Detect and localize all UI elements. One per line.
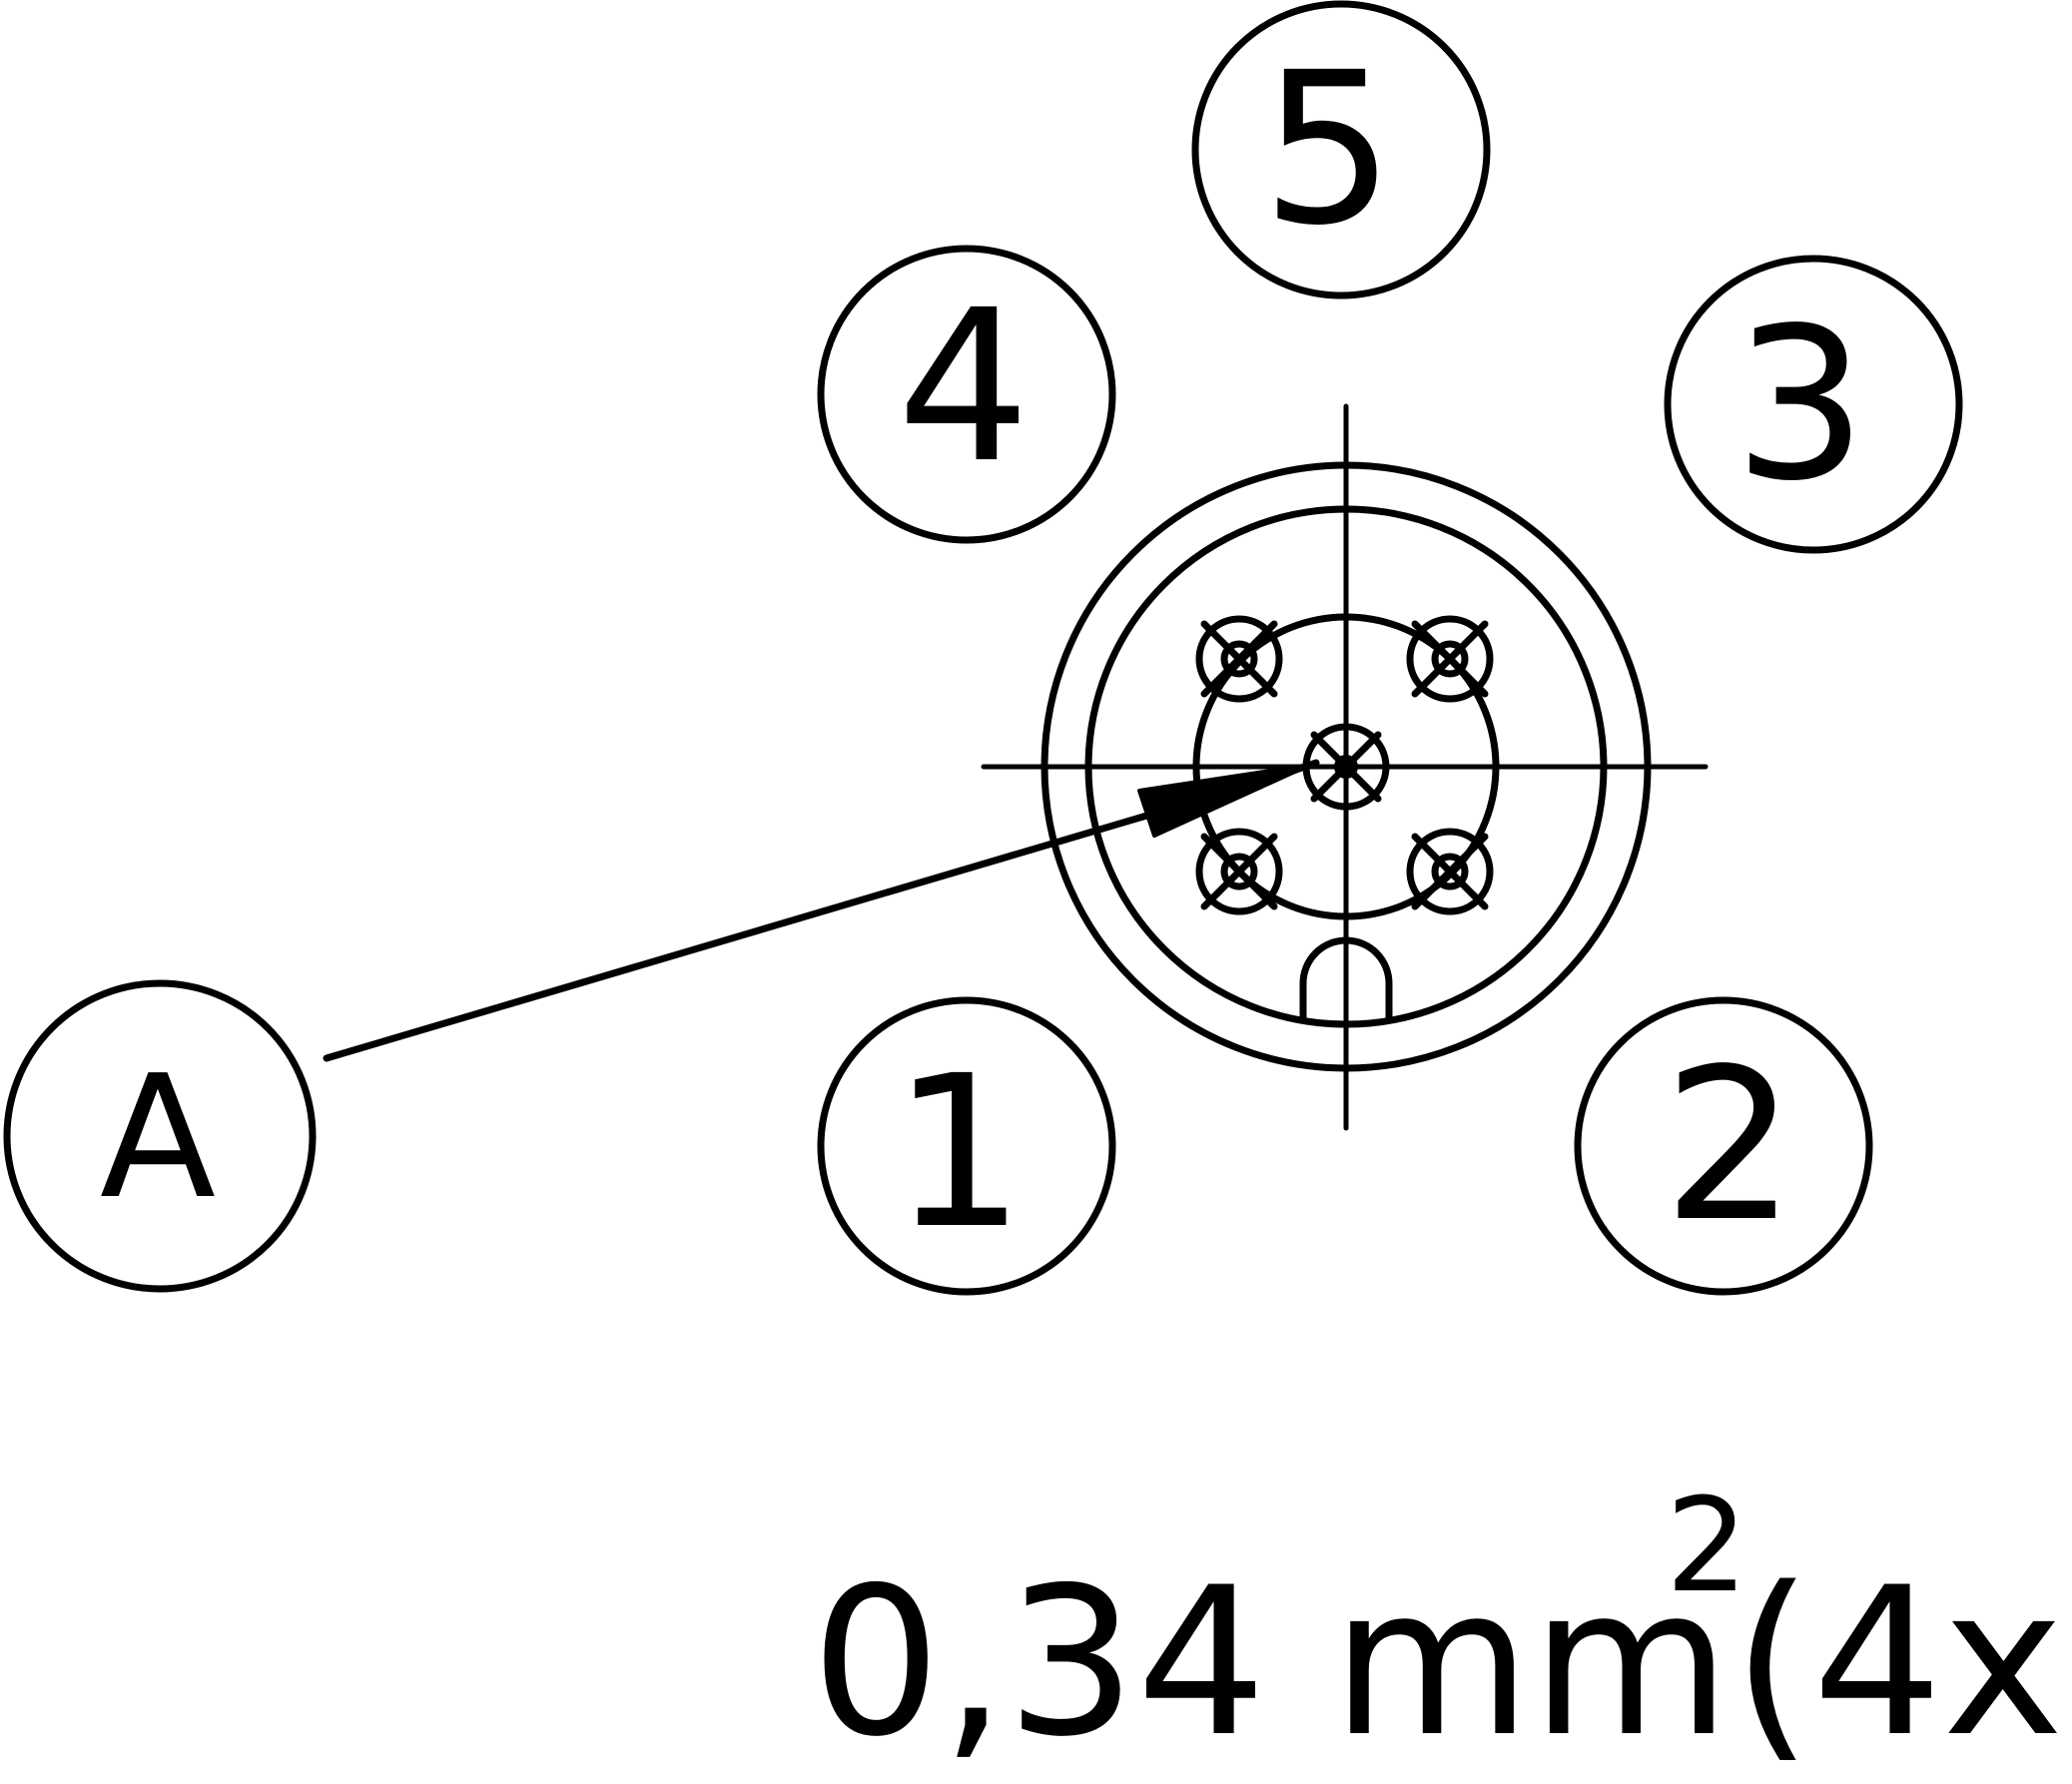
callout-pin-2-label: 2 bbox=[1663, 1023, 1796, 1268]
callout-coding-a-label: A bbox=[100, 1039, 216, 1237]
callout-pin-1: 1 bbox=[817, 996, 1116, 1296]
callout-pin-2: 2 bbox=[1574, 996, 1873, 1296]
callout-pin-3: 3 bbox=[1664, 255, 1963, 554]
wire-spec: 0,34 mm 2 (4x) bbox=[811, 1470, 2072, 1782]
coding-leader-line bbox=[323, 759, 1320, 1062]
wire-cross-section-exponent: 2 bbox=[1666, 1470, 1748, 1621]
insulator-body bbox=[1192, 613, 1500, 920]
callout-pin-4-label: 4 bbox=[897, 265, 1031, 509]
callout-pin-4: 4 bbox=[817, 245, 1116, 544]
callout-pin-3-label: 3 bbox=[1733, 283, 1867, 527]
contact-top-left bbox=[1195, 615, 1283, 703]
wire-cross-section: 0,34 mm bbox=[811, 1544, 1730, 1782]
connector-face bbox=[981, 403, 1709, 1131]
contact-bottom-left bbox=[1195, 828, 1283, 915]
wire-count: (4x) bbox=[1732, 1544, 2072, 1782]
callout-pin-5-label: 5 bbox=[1261, 27, 1395, 272]
contact-bottom-right bbox=[1406, 828, 1494, 915]
callout-pin-5: 5 bbox=[1191, 0, 1491, 299]
callout-pin-1-label: 1 bbox=[892, 1030, 1026, 1275]
coding-key bbox=[1299, 936, 1393, 1022]
housing-outer-ring bbox=[1040, 461, 1652, 1072]
housing-inner-ring bbox=[1084, 505, 1608, 1028]
contact-top-right bbox=[1406, 615, 1494, 703]
callout-coding-a: A bbox=[3, 979, 317, 1293]
